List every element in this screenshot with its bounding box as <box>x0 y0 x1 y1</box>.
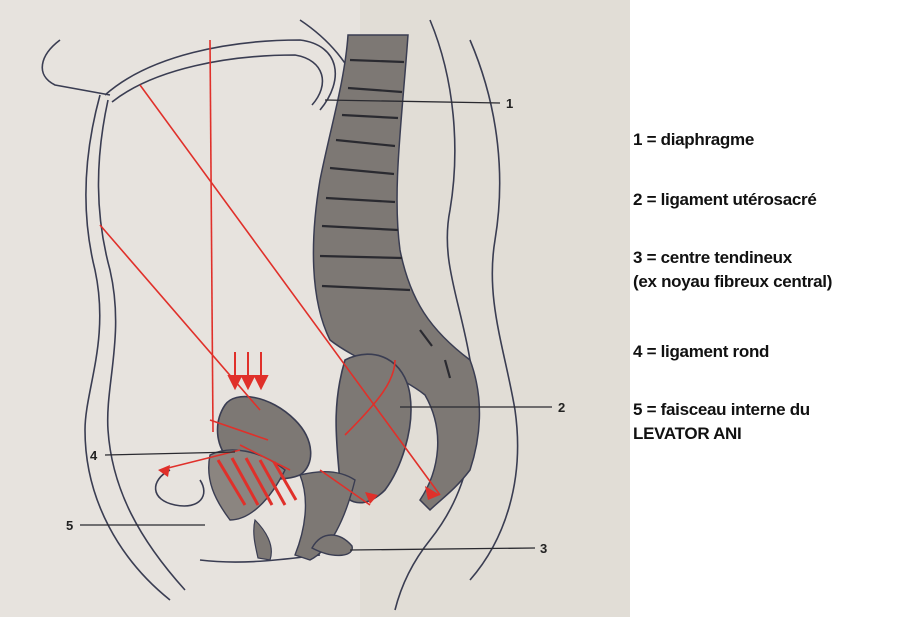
callout-4: 4 <box>90 448 98 463</box>
callout-1: 1 <box>506 96 513 111</box>
pelvis-sagittal-section: 1 2 3 4 5 <box>0 0 630 617</box>
legend-item-centre-tendineux: 3 = centre tendineux (ex noyau fibreux c… <box>633 246 832 294</box>
callout-5: 5 <box>66 518 73 533</box>
legend-item-ligament-rond: 4 = ligament rond <box>633 340 769 364</box>
legend-text: 1 = diaphragme <box>633 128 754 152</box>
legend-text: 4 = ligament rond <box>633 340 769 364</box>
pressure-arrows <box>229 352 267 388</box>
legend-text-secondary: (ex noyau fibreux central) <box>633 270 832 294</box>
legend-item-diaphragme: 1 = diaphragme <box>633 128 754 152</box>
anatomical-diagram: 1 2 3 4 5 <box>0 0 630 617</box>
legend-item-levator-ani: 5 = faisceau interne du LEVATOR ANI <box>633 398 810 446</box>
legend-text: 3 = centre tendineux <box>633 246 832 270</box>
callout-3: 3 <box>540 541 547 556</box>
callout-2: 2 <box>558 400 565 415</box>
legend-item-ligament-uterosacre: 2 = ligament utérosacré <box>633 188 817 212</box>
legend-text-secondary: LEVATOR ANI <box>633 422 810 446</box>
legend-text: 5 = faisceau interne du <box>633 398 810 422</box>
legend-text: 2 = ligament utérosacré <box>633 188 817 212</box>
